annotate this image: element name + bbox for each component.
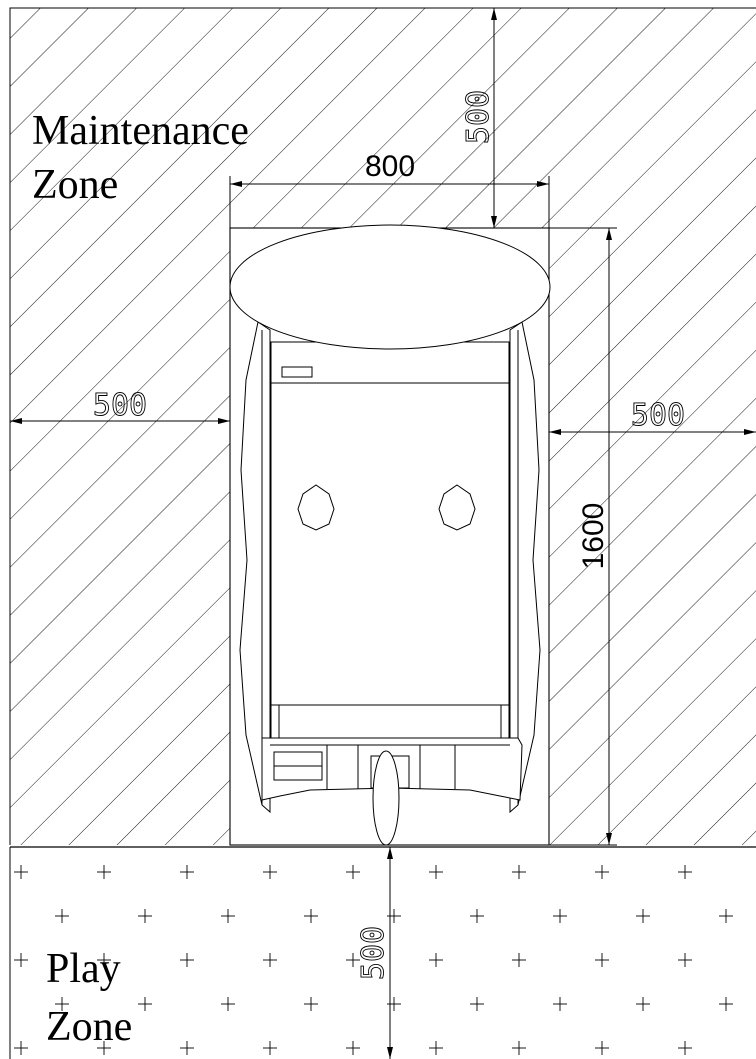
- dome: [229, 224, 551, 350]
- dim-right-clearance-label: 500: [631, 398, 685, 433]
- dim-left-clearance-label: 500: [93, 388, 147, 423]
- play-zone-label-line2: Zone: [46, 1004, 132, 1050]
- maintenance-zone: [9, 7, 756, 845]
- left-button: [297, 484, 335, 531]
- play-zone: [9, 846, 756, 1059]
- dim-top-clearance-label: 500: [461, 90, 496, 144]
- maintenance-zone-label-line1: Maintenance: [32, 108, 249, 154]
- maintenance-zone-label-line2: Zone: [32, 162, 118, 208]
- game-machine-top-view: [229, 224, 551, 846]
- dim-depth-label: 1600: [577, 503, 610, 570]
- joystick: [372, 750, 400, 846]
- dimension-lines: [10, 8, 756, 1059]
- play-zone-label-line1: Play: [46, 946, 121, 992]
- coin-slot: [281, 366, 313, 378]
- right-button: [438, 484, 476, 531]
- dim-width-label: 800: [365, 150, 415, 183]
- dim-front-clearance-label: 500: [356, 926, 391, 980]
